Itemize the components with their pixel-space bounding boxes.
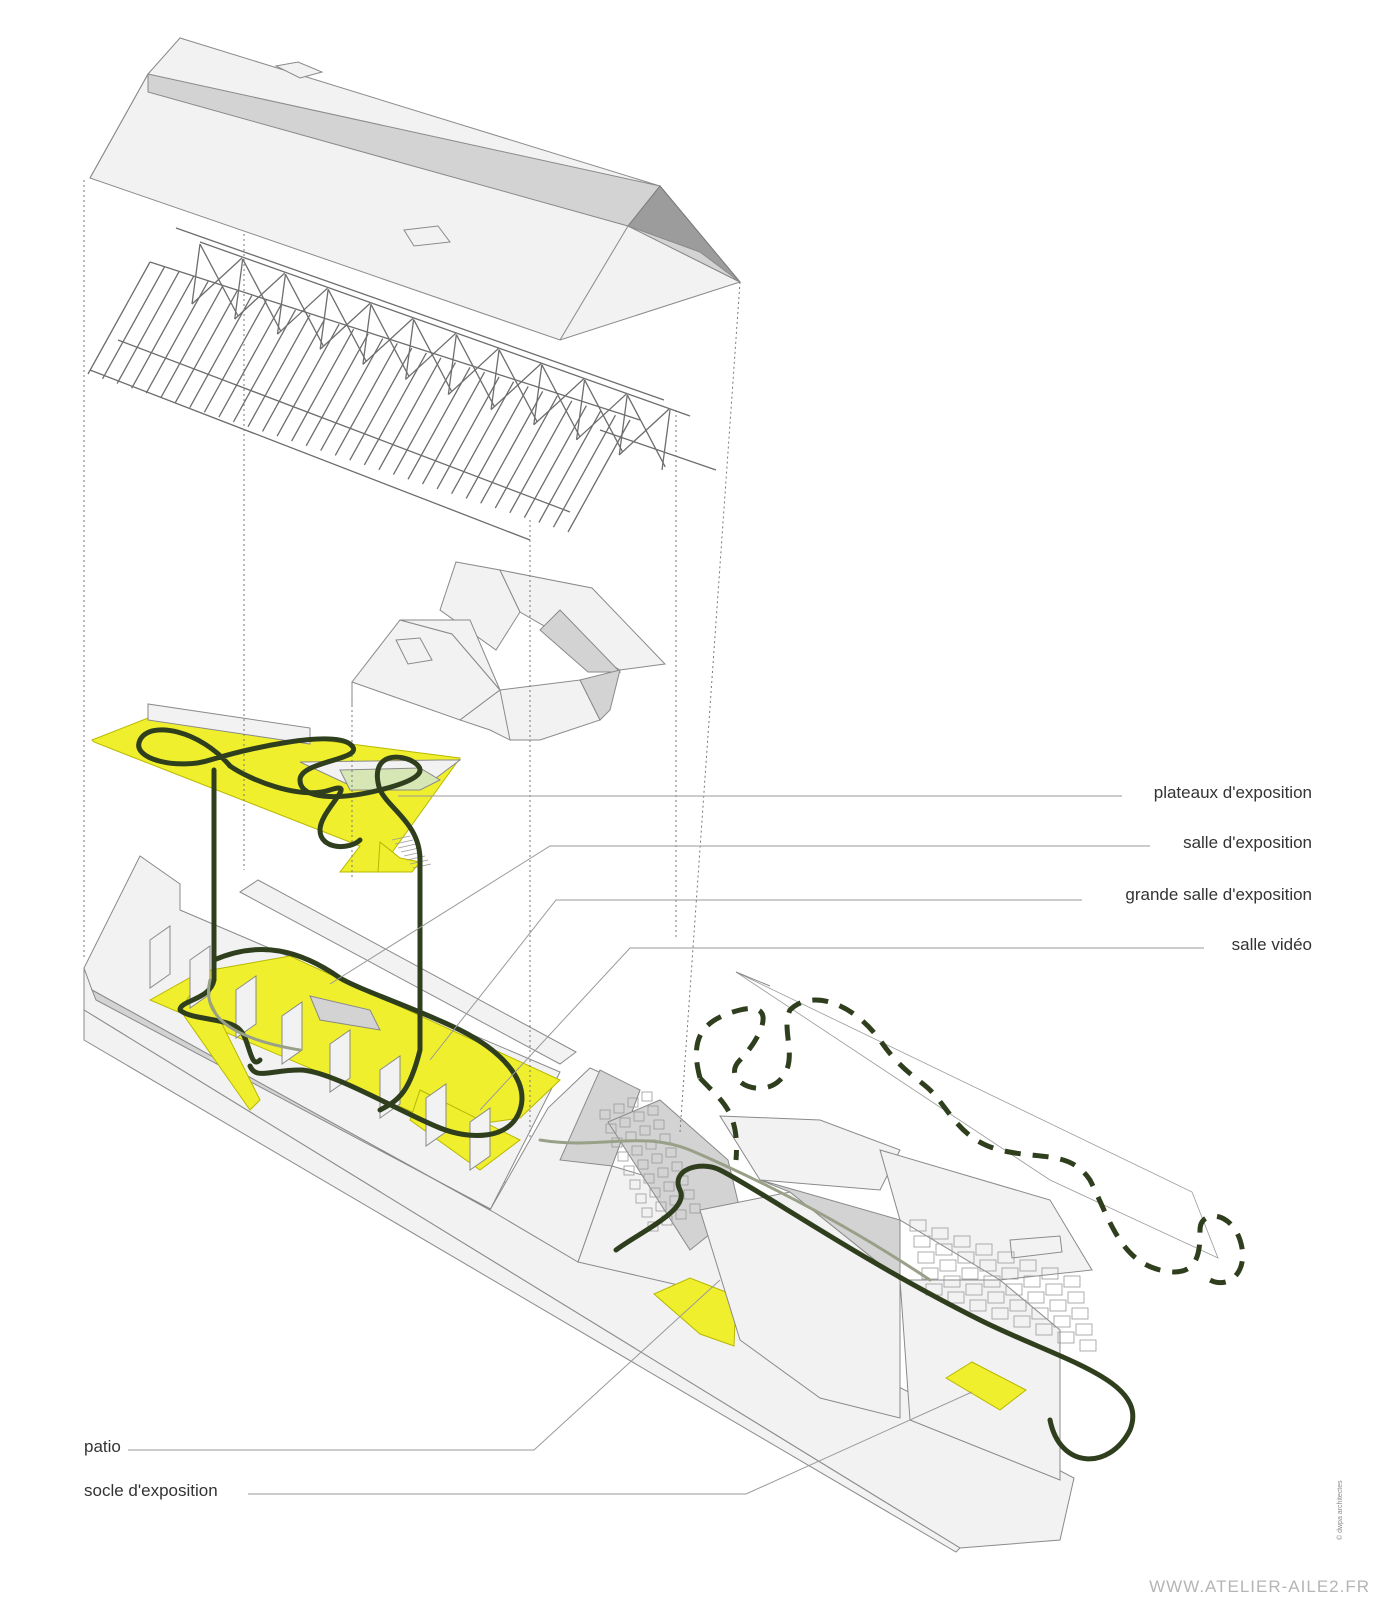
roof-truss-structure (87, 227, 717, 541)
partition-wall (469, 1107, 491, 1171)
lower-main-building (83, 855, 1219, 1553)
projection-lines (83, 180, 741, 1140)
roof-volume (89, 37, 741, 341)
leader-lines (128, 795, 1204, 1495)
partition-wall (149, 925, 171, 989)
architect-credit: © dwpa architectes (1336, 1480, 1344, 1540)
partition-wall (235, 975, 257, 1039)
outdoor-dashed-path (693, 997, 1246, 1286)
label-patio: patio (84, 1437, 121, 1456)
label-salle-exposition: salle d'exposition (1183, 833, 1312, 852)
upper-building-block (351, 561, 667, 741)
circulation-path (136, 727, 1136, 1462)
label-socle-exposition: socle d'exposition (84, 1481, 218, 1500)
label-salle-video: salle vidéo (1232, 935, 1312, 954)
website-watermark: WWW.ATELIER-AILE2.FR (1149, 1577, 1370, 1596)
upper-exhibition-plateau (91, 703, 462, 873)
label-grande-salle-exposition: grande salle d'exposition (1125, 885, 1312, 904)
label-plateaux-exposition: plateaux d'exposition (1154, 783, 1312, 802)
roof-skylight (403, 225, 451, 247)
